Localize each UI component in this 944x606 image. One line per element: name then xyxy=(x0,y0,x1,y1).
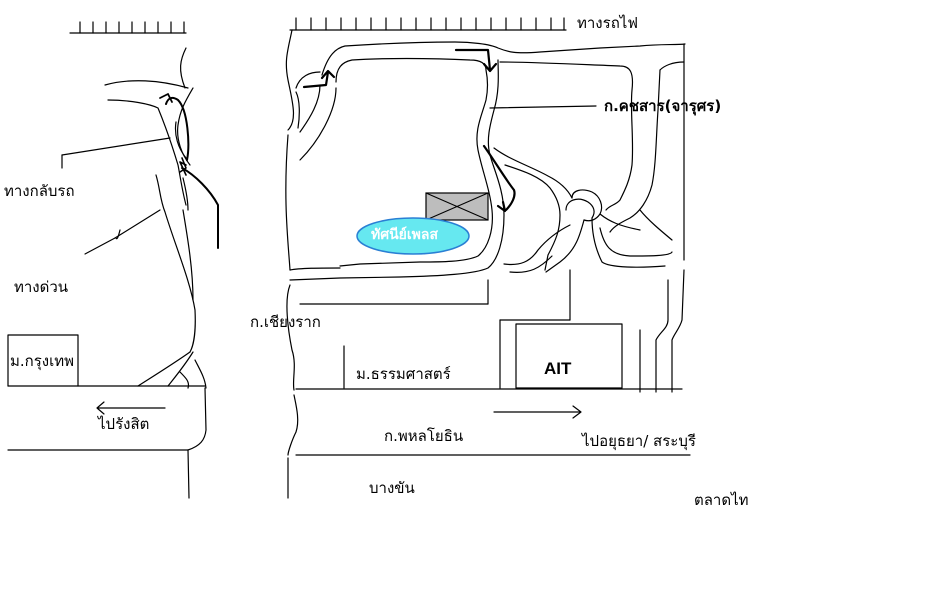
u-turn-arrow xyxy=(159,93,219,249)
route-arrows xyxy=(302,48,516,213)
phahonyothin-road-label: ก.พหลโยธิน xyxy=(384,427,464,445)
building-icon xyxy=(425,192,489,221)
u-turn-label: ทางกลับรถ xyxy=(4,182,75,200)
chiang-rak-road-label: ก.เชียงราก xyxy=(250,313,321,331)
expressway-roads xyxy=(104,47,207,389)
khotchasan-road-label: ก.คชสาร(จารุศร) xyxy=(604,97,722,115)
destination-label: ทัศนีย์เพลส xyxy=(371,227,439,243)
lower-left-road xyxy=(7,385,207,499)
railway-right xyxy=(289,17,567,31)
to-ayutthaya-saraburi-label: ไปอยุธยา/ สระบุรี xyxy=(582,432,696,450)
expressway-label: ทางด่วน xyxy=(14,278,69,296)
to-rangsit-label: ไปรังสิต xyxy=(98,415,150,433)
krungthep-univ-label: ม.กรุงเทพ xyxy=(10,352,75,370)
ait-label: AIT xyxy=(544,359,572,378)
arrow-to-rangsit xyxy=(96,401,166,415)
thammasat-univ-label: ม.ธรรมศาสตร์ xyxy=(356,365,451,383)
talad-thai-label: ตลาดไท xyxy=(694,491,749,509)
main-roads xyxy=(285,29,691,499)
destination-marker xyxy=(356,217,470,255)
arrow-to-ayutthaya xyxy=(493,405,582,419)
railway-left xyxy=(69,21,187,34)
railway-label: ทางรถไฟ xyxy=(577,14,638,32)
krungthep-box xyxy=(7,334,79,387)
bang-khan-label: บางขัน xyxy=(369,479,415,497)
leader-lines xyxy=(61,105,597,255)
